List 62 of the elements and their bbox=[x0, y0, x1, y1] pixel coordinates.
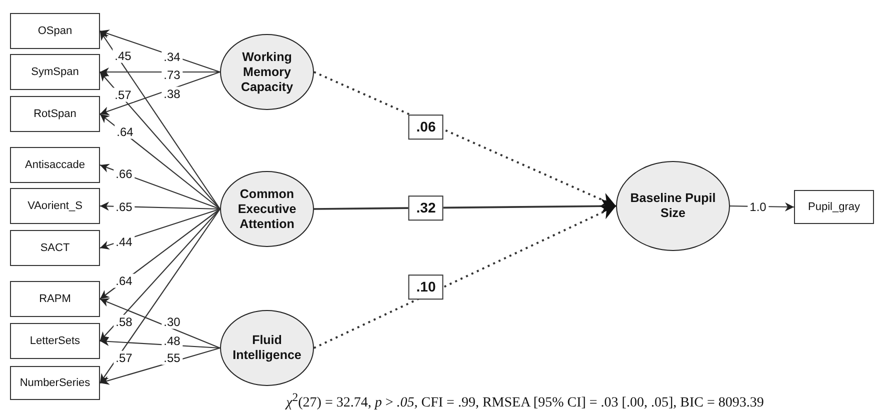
arrow bbox=[100, 208, 220, 342]
arrow bbox=[100, 337, 220, 349]
edge-label: .58 bbox=[114, 314, 134, 330]
indicator-box bbox=[10, 323, 100, 359]
path-coefficient: .32 bbox=[408, 196, 444, 220]
node-label: Working Memory Capacity bbox=[240, 50, 294, 94]
fit-statistics-caption: χ$^{2}$(27) = 32.74, p > .05, CFI = .99, RMSEA [95% CI] = .03 [.00, .05], BIC = 8093.39 bbox=[284, 391, 765, 412]
edge-label: .30 bbox=[162, 314, 182, 330]
node-label: NumberSeries bbox=[20, 377, 90, 389]
edge-label: 1.0 bbox=[748, 200, 768, 214]
indicator-box bbox=[10, 230, 100, 266]
arrow bbox=[100, 202, 220, 211]
arrow bbox=[100, 208, 220, 250]
node-label: RAPM bbox=[39, 293, 71, 305]
arrow bbox=[100, 114, 220, 210]
path-coefficient: .06 bbox=[408, 114, 444, 140]
edge-label: .55 bbox=[162, 350, 182, 366]
node-label: LetterSets bbox=[30, 335, 80, 347]
arrow bbox=[100, 30, 220, 73]
node-label: Common Executive Attention bbox=[236, 186, 298, 232]
node-label: Pupil_gray bbox=[808, 201, 860, 213]
indicator-box bbox=[10, 13, 100, 49]
arrow bbox=[100, 208, 220, 300]
edge-label: .65 bbox=[114, 200, 134, 214]
edge-label: .48 bbox=[162, 334, 182, 348]
node-label: RotSpan bbox=[34, 108, 76, 120]
arrow bbox=[100, 30, 220, 210]
indicator-box bbox=[10, 147, 100, 183]
arrow bbox=[100, 347, 220, 385]
node-label: Baseline Pupil Size bbox=[629, 191, 717, 221]
arrow bbox=[100, 164, 220, 210]
node-label: Antisaccade bbox=[25, 159, 85, 171]
arrow bbox=[730, 202, 794, 212]
edge-label: .45 bbox=[112, 48, 134, 64]
edge-label: .66 bbox=[114, 166, 134, 182]
indicator-box bbox=[10, 188, 100, 224]
node-label: VAorient_S bbox=[28, 200, 82, 212]
arrow bbox=[100, 68, 220, 76]
node-label: Fluid Intelligence bbox=[232, 333, 302, 363]
path-coefficient: .10 bbox=[408, 274, 444, 300]
arrow bbox=[100, 71, 220, 116]
edge-label: .34 bbox=[162, 50, 182, 64]
edge-label: .73 bbox=[162, 68, 182, 82]
node-label: SymSpan bbox=[31, 66, 79, 78]
indicator-box bbox=[10, 54, 100, 90]
edge-label: .38 bbox=[162, 86, 182, 102]
indicator-box bbox=[10, 96, 100, 132]
edge-label: .57 bbox=[112, 88, 134, 102]
node-label: OSpan bbox=[38, 25, 72, 37]
node-label: SACT bbox=[40, 242, 70, 254]
edge-label: .64 bbox=[114, 274, 134, 288]
arrow bbox=[314, 71, 616, 207]
indicator-box bbox=[10, 281, 100, 317]
indicator-box bbox=[794, 190, 874, 224]
arrow bbox=[314, 198, 616, 214]
indicator-box bbox=[10, 366, 100, 400]
arrow bbox=[314, 205, 616, 349]
edge-label: .64 bbox=[114, 124, 136, 140]
arrow bbox=[100, 298, 220, 348]
edge-label: .57 bbox=[114, 350, 134, 366]
arrow bbox=[100, 72, 220, 210]
arrow bbox=[100, 208, 220, 384]
